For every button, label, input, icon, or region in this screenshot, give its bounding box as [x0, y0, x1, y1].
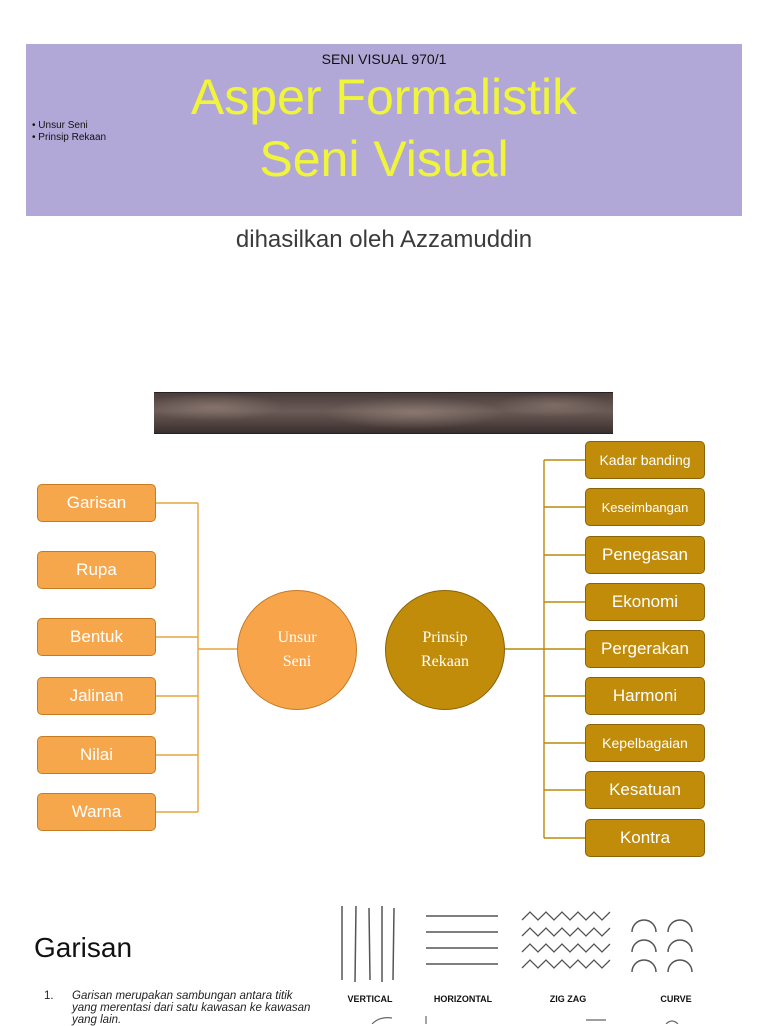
- caption-vertical: VERTICAL: [347, 994, 393, 1004]
- author-subtitle: dihasilkan oleh Azzamuddin: [235, 226, 533, 253]
- prinsip-item-ekonomi: Ekonomi: [585, 583, 705, 621]
- prinsip-item-harmoni: Harmoni: [585, 677, 705, 715]
- unsur-item-bentuk: Bentuk: [37, 618, 156, 656]
- prinsip-item-penegasan: Penegasan: [585, 536, 705, 574]
- zigzag-lines-illustration: [521, 911, 611, 969]
- unsur-item-warna: Warna: [37, 793, 156, 831]
- prinsip-item-kepelbagaian: Kepelbagaian: [585, 724, 705, 762]
- caption-zigzag: ZIG ZAG: [549, 994, 587, 1004]
- title-line-1: Asper Formalistik: [190, 69, 578, 125]
- prinsip-item-pergerakan: Pergerakan: [585, 630, 705, 668]
- unsur-item-jalinan: Jalinan: [37, 677, 156, 715]
- item-number: 1.: [44, 990, 54, 1002]
- caption-horizontal: HORIZONTAL: [433, 994, 493, 1004]
- bullet-unsur-seni: • Unsur Seni: [32, 120, 88, 131]
- topic-bullets: • Unsur Seni • Prinsip Rekaan: [32, 120, 106, 144]
- sky-banner-image: [154, 392, 613, 434]
- unsur-item-rupa: Rupa: [37, 551, 156, 589]
- prinsip-item-kesatuan: Kesatuan: [585, 771, 705, 809]
- title-line-2: Seni Visual: [259, 131, 509, 187]
- unsur-seni-label-1: Unsur: [277, 629, 317, 646]
- prinsip-item-kadar-banding: Kadar banding: [585, 441, 705, 479]
- prinsip-rekaan-label-2: Rekaan: [421, 653, 469, 670]
- course-code: SENI VISUAL 970/1: [321, 51, 447, 67]
- cropped-illustration-row: [371, 1016, 679, 1024]
- title-banner: SENI VISUAL 970/1 Asper Formalistik Seni…: [26, 44, 742, 216]
- prinsip-rekaan-node: Prinsip Rekaan: [385, 590, 505, 710]
- caption-curve: CURVE: [660, 994, 692, 1004]
- unsur-seni-label-2: Seni: [282, 653, 312, 670]
- bullet-prinsip-rekaan: • Prinsip Rekaan: [32, 132, 107, 143]
- section-title-garisan: Garisan: [34, 932, 133, 963]
- unsur-item-nilai: Nilai: [37, 736, 156, 774]
- prinsip-item-keseimbangan: Keseimbangan: [585, 488, 705, 526]
- curve-lines-illustration: [631, 919, 693, 973]
- item-text: Garisan merupakan sambungan antara titik…: [72, 990, 311, 1026]
- unsur-seni-node: Unsur Seni: [237, 590, 357, 710]
- prinsip-item-kontra: Kontra: [585, 819, 705, 857]
- unsur-item-garisan: Garisan: [37, 484, 156, 522]
- vertical-lines-illustration: [341, 905, 395, 983]
- prinsip-rekaan-label-1: Prinsip: [422, 629, 468, 646]
- horizontal-lines-illustration: [426, 915, 498, 965]
- page-title: Asper Formalistik Seni Visual: [26, 66, 742, 190]
